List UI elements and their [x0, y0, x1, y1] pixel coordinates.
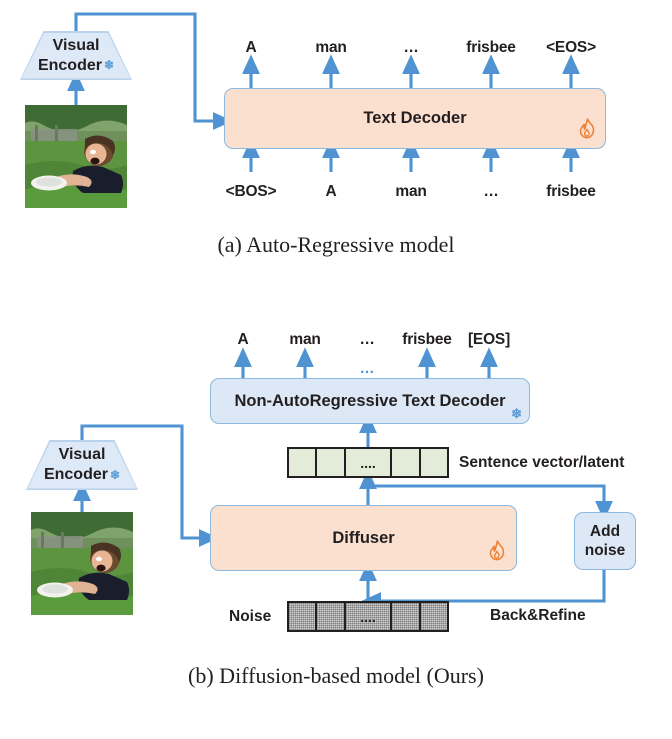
output-token: A [237, 331, 249, 348]
latent-cell [392, 449, 421, 476]
diffuser-label: Diffuser [332, 528, 395, 547]
visual-encoder-panel-a[interactable]: Visual Encoder ❄ [20, 31, 132, 80]
sentence-latent-strip: .... [287, 447, 449, 478]
input-image-panel-a [25, 105, 127, 208]
noise-cell [392, 603, 421, 630]
sentence-latent-label: Sentence vector/latent [459, 454, 625, 471]
add-noise-box[interactable]: Add noise [574, 512, 636, 570]
caption-panel-a: (a) Auto-Regressive model [217, 232, 455, 257]
output-token: man [315, 39, 347, 56]
text-decoder-label: Text Decoder [363, 109, 467, 127]
latent-cell [289, 449, 318, 476]
output-token: <EOS> [546, 39, 596, 56]
input-image-panel-b [31, 512, 133, 615]
text-decoder-box[interactable]: Text Decoder [224, 88, 606, 149]
noise-label: Noise [229, 608, 272, 625]
input-token: frisbee [546, 183, 596, 200]
add-noise-line-2: noise [584, 542, 626, 559]
output-token: frisbee [402, 331, 452, 348]
back-and-refine-label: Back&Refine [490, 607, 586, 624]
latent-cell: .... [345, 449, 393, 476]
output-token: … [403, 39, 419, 56]
input-token: man [395, 183, 427, 200]
noise-strip: .... [287, 601, 449, 632]
noise-cell [420, 603, 447, 630]
trapezoid-fill [27, 441, 137, 489]
diffuser-box[interactable]: Diffuser [210, 505, 517, 571]
caption-panel-b: (b) Diffusion-based model (Ours) [188, 663, 484, 688]
nar-text-decoder-label: Non-AutoRegressive Text Decoder [234, 391, 506, 410]
latent-cell [420, 449, 447, 476]
output-token: frisbee [466, 39, 516, 56]
noise-cell [289, 603, 318, 630]
output-token: [EOS] [467, 331, 511, 348]
trapezoid-fill [21, 32, 131, 79]
input-token: … [483, 183, 499, 200]
noise-cell: .... [345, 603, 393, 630]
output-token: man [289, 331, 321, 348]
output-token: A [245, 39, 257, 56]
latent-cell [317, 449, 346, 476]
snowflake-icon: ❄ [511, 406, 522, 421]
flame-icon [488, 540, 506, 566]
mid-dots: … [359, 360, 375, 377]
output-token: … [359, 331, 375, 348]
add-noise-line-1: Add [589, 522, 621, 540]
input-token: <BOS> [225, 183, 277, 200]
visual-encoder-panel-b[interactable]: Visual Encoder ❄ [26, 440, 138, 490]
input-token: A [325, 183, 337, 200]
flame-icon [578, 118, 596, 144]
noise-cell [317, 603, 346, 630]
nar-text-decoder-box[interactable]: Non-AutoRegressive Text Decoder ❄ [210, 378, 530, 424]
